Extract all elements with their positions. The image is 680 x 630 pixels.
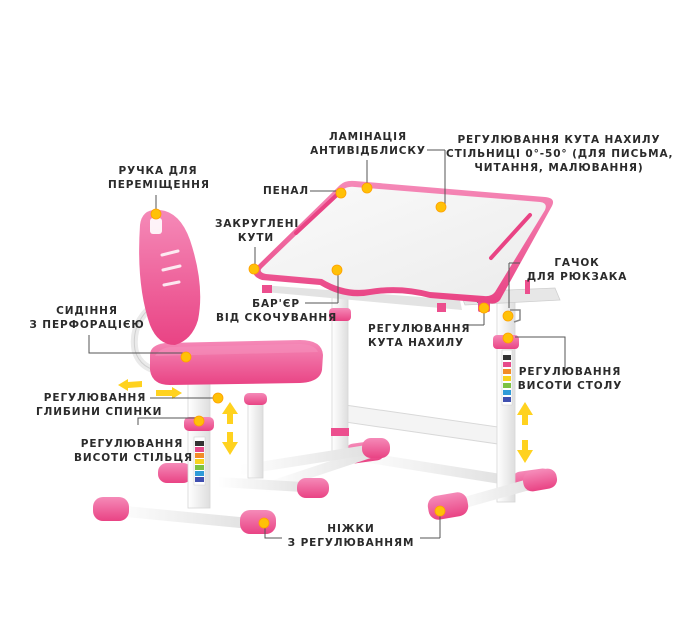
callout-marker-lamination [361,182,373,194]
desk-height-arrows-icon [517,402,533,463]
callout-marker-barrier [331,264,343,276]
label-tilt-tabletop: РЕГУЛЮВАННЯ КУТА НАХИЛУ СТІЛЬНИЦІ 0°-50°… [446,134,674,174]
chair-height-scale [193,436,206,486]
callout-dots [150,182,514,529]
label-pencil-case: ПЕНАЛ [262,185,310,197]
label-chair-height: РЕГУЛЮВАННЯ ВИСОТИ СТІЛЬЦЯ [74,438,193,464]
callout-marker-backpack-hook [502,310,514,322]
label-back-depth: РЕГУЛЮВАННЯ ГЛИБИНИ СПИНКИ [36,392,163,418]
callout-marker-chair-height [193,415,205,427]
callout-marker-tilt-tabletop [435,201,447,213]
callout-marker-desk-height [502,332,514,344]
callout-marker-back-depth [212,392,224,404]
desk-height-scale [501,349,513,406]
callout-marker-desk-leg [434,505,446,517]
label-lamination: ЛАМІНАЦІЯ АНТИВІДБЛИСКУ [310,131,426,157]
label-desk-height: РЕГУЛЮВАННЯ ВИСОТИ СТОЛУ [517,366,623,392]
label-rounded-corners: ЗАКРУГЛЕНІ КУТИ [215,218,300,244]
callout-marker-pencil-case [335,187,347,199]
chair-height-arrows-icon [222,402,238,455]
callout-marker-rounded-corners [248,263,260,275]
label-anti-slip-barrier: БАР'ЄР ВІД СКОЧУВАННЯ [216,298,338,324]
callout-marker-chair-leg [258,517,270,529]
chair [93,209,390,534]
label-handle: РУЧКА ДЛЯ ПЕРЕМІЩЕННЯ [108,165,210,191]
callout-marker-seat [180,351,192,363]
callout-marker-tilt-angle [478,302,490,314]
label-tilt-angle: РЕГУЛЮВАННЯ КУТА НАХИЛУ [368,323,471,349]
label-adjustable-legs: НІЖКИ З РЕГУЛЮВАННЯМ [287,523,415,549]
label-backpack-hook: ГАЧОК ДЛЯ РЮКЗАКА [526,257,628,283]
back-depth-arrows-icon [118,379,182,399]
callout-marker-handle [150,208,162,220]
label-perforated-seat: СИДІННЯ З ПЕРФОРАЦІЄЮ [29,305,145,331]
